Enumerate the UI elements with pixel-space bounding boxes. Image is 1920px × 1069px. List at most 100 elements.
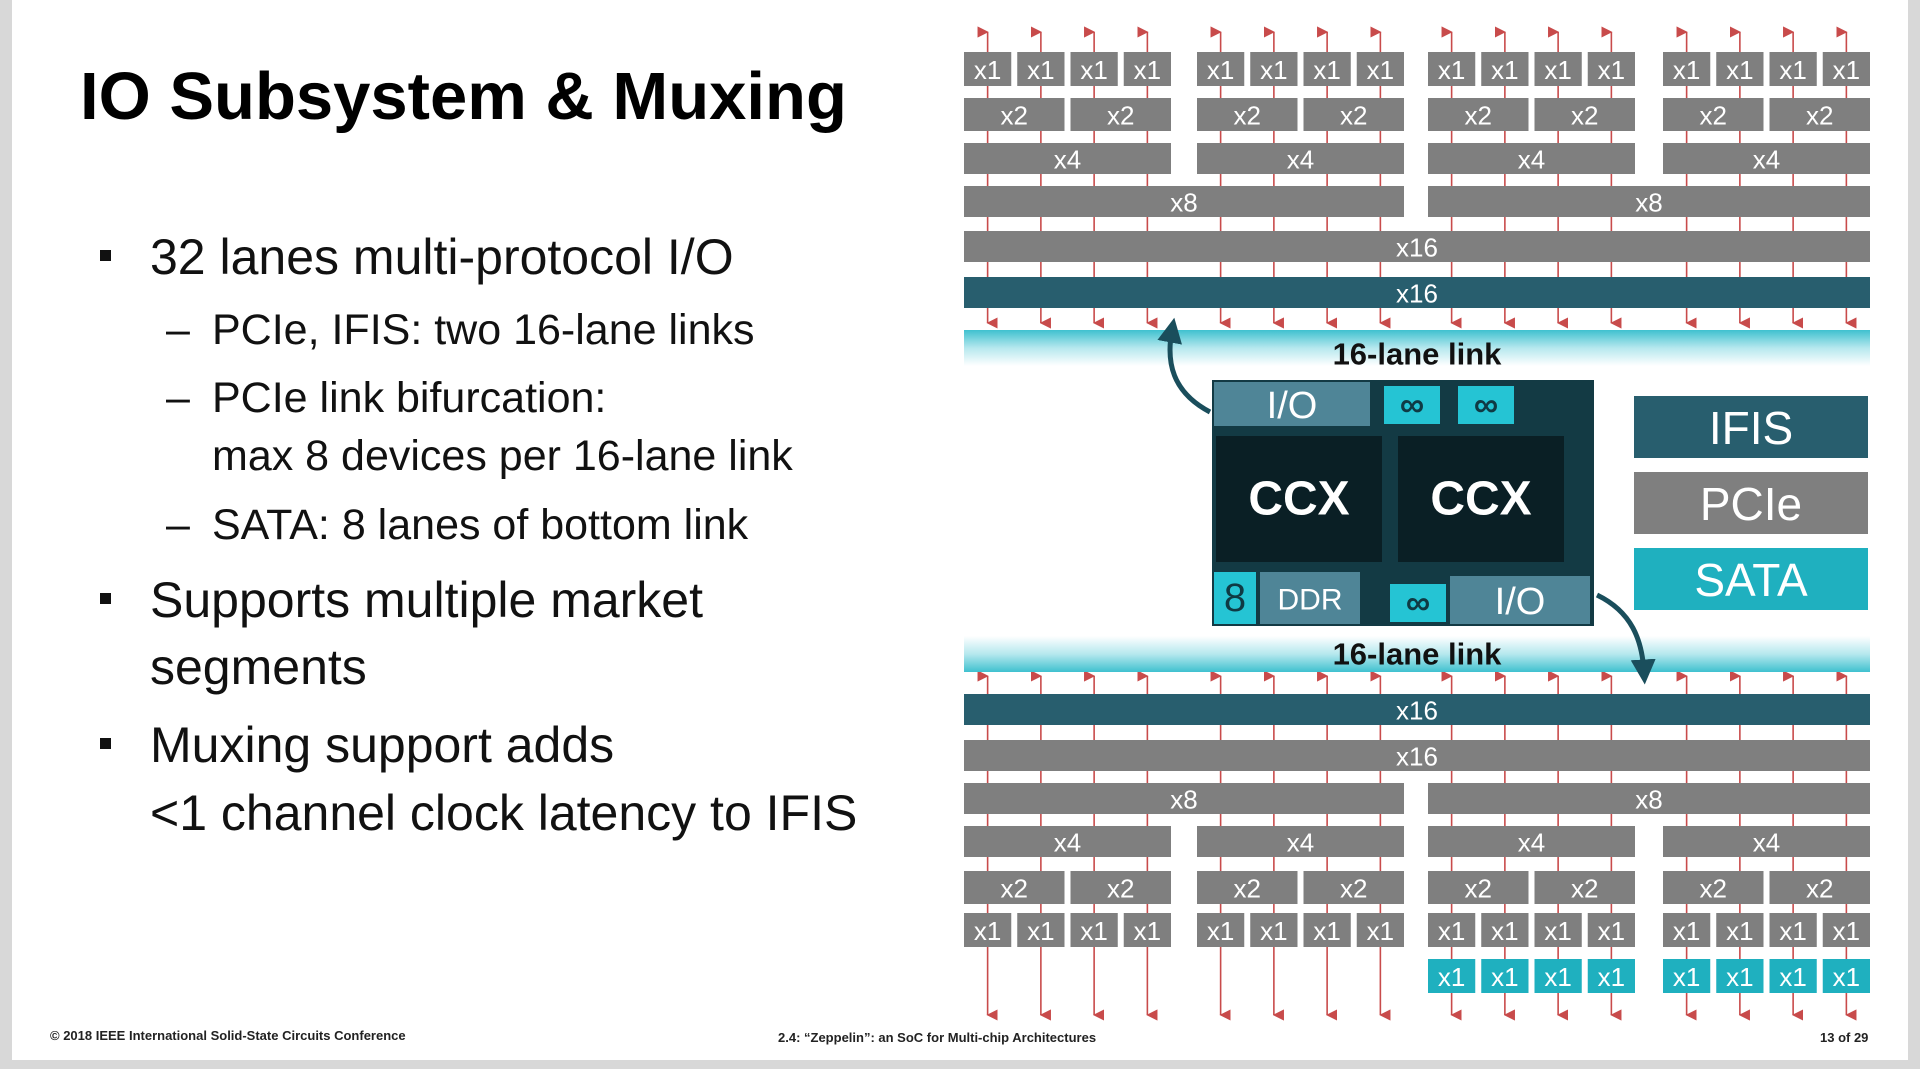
x1-block: x1 [1303,913,1351,947]
x1-block-sata: x1 [1663,959,1711,993]
x1-block-rect [1716,52,1764,86]
x1-block: x1 [1534,913,1582,947]
x1-block: x1 [1663,913,1711,947]
x16-block-ifis: x16 [964,694,1870,726]
x1-block-rect [1769,913,1817,947]
sub-bullet-2: – PCIe link bifurcation: [166,374,607,422]
x1-block-label: x1 [1598,55,1625,85]
x2-block-rect [1303,871,1404,904]
x1-block-label: x1 [1598,916,1625,946]
x1-block-label: x1 [1313,916,1340,946]
x2-block-label: x2 [1001,874,1028,904]
x4-block-rect [1197,143,1404,174]
x1-block: x1 [1123,913,1171,947]
bottom-link-bar [964,636,1870,672]
x1-block-sata: x1 [1534,959,1582,993]
x1-block-rect [1663,913,1711,947]
x1-block-label: x1 [1726,55,1753,85]
arrow-to-bottom-link [1595,592,1656,685]
x1-block: x1 [1250,913,1298,947]
arrow-to-top-link [1157,317,1212,415]
x4-block-label: x4 [1518,828,1545,858]
x2-block-rect [1769,871,1870,904]
footer-copyright: © 2018 IEEE International Solid-State Ci… [50,1028,406,1043]
x1-block-rect [1769,52,1817,86]
x2-block-rect [1663,871,1764,904]
x1-block-rect [1716,913,1764,947]
x1-block: x1 [1017,52,1065,86]
x8-block-label: x8 [1170,785,1197,815]
legend-ifis-label: IFIS [1709,402,1793,454]
x1-block-label: x1 [1260,55,1287,85]
x1-block-sata-label: x1 [1726,962,1753,992]
x1-block-sata-label: x1 [1779,962,1806,992]
x2-block: x2 [1663,871,1764,904]
x1-block-label: x1 [1134,916,1161,946]
x1-block-label: x1 [1207,916,1234,946]
x1-block-rect [1663,52,1711,86]
x1-block-label: x1 [1313,55,1340,85]
x1-block-label: x1 [1673,916,1700,946]
x1-block-rect [1534,52,1582,86]
infinity-fabric-icon: ∞ [1406,584,1430,622]
x8-block-label: x8 [1635,785,1662,815]
x1-block-label: x1 [1544,55,1571,85]
x4-block-label: x4 [1518,145,1545,175]
x1-block-sata-rect [1822,959,1870,993]
x1-block: x1 [1716,913,1764,947]
x1-block-sata: x1 [1428,959,1476,993]
x1-block-rect [1534,913,1582,947]
x1-block-sata-label: x1 [1673,962,1700,992]
ccx-right [1398,436,1564,562]
x2-block-label: x2 [1465,101,1492,131]
x2-block: x2 [1070,98,1171,131]
x4-block: x4 [1428,826,1635,858]
x1-block-label: x1 [974,916,1001,946]
x1-block: x1 [1303,52,1351,86]
x2-block-label: x2 [1001,101,1028,131]
x8-block-rect [964,783,1404,814]
x1-block-label: x1 [1779,916,1806,946]
x2-block-rect [1070,871,1171,904]
footer-page-number: 13 of 29 [1820,1030,1869,1045]
x2-block: x2 [1428,871,1529,904]
x2-block-label: x2 [1234,874,1261,904]
x2-block-rect [1534,871,1635,904]
x1-block-rect [1197,913,1245,947]
x16-block-ifis-rect [964,694,1870,725]
x4-block-label: x4 [1054,828,1081,858]
x1-block-label: x1 [1367,55,1394,85]
x1-block-rect [1481,52,1529,86]
x1-block: x1 [1587,52,1635,86]
x8-block: x8 [964,783,1404,815]
x2-block-label: x2 [1700,874,1727,904]
x4-block: x4 [964,143,1171,175]
x2-block-label: x2 [1700,101,1727,131]
io-top-label: I/O [1267,385,1318,427]
bottom-link-label: 16-lane link [1333,637,1503,672]
x1-block: x1 [1070,52,1118,86]
x1-block-label: x1 [1367,916,1394,946]
x4-block-rect [964,143,1171,174]
x1-block: x1 [1587,913,1635,947]
x1-block-label: x1 [1080,916,1107,946]
x1-block-sata-label: x1 [1833,962,1860,992]
x1-block: x1 [1356,52,1404,86]
x1-block-label: x1 [1438,55,1465,85]
x2-block-rect [1769,98,1870,131]
fabric-top-1 [1384,386,1440,424]
x1-block-rect [1481,913,1529,947]
x4-block-label: x4 [1753,828,1780,858]
x2-block: x2 [1303,871,1404,904]
x2-block-rect [1303,98,1404,131]
x2-block-label: x2 [1806,101,1833,131]
x1-block-sata-rect [1716,959,1764,993]
io-bottom-label: I/O [1495,581,1546,623]
x1-block-label: x1 [1544,916,1571,946]
x1-block-rect [1250,913,1298,947]
x1-block-rect [1822,52,1870,86]
x1-block-sata: x1 [1769,959,1817,993]
x2-block: x2 [1197,98,1298,131]
